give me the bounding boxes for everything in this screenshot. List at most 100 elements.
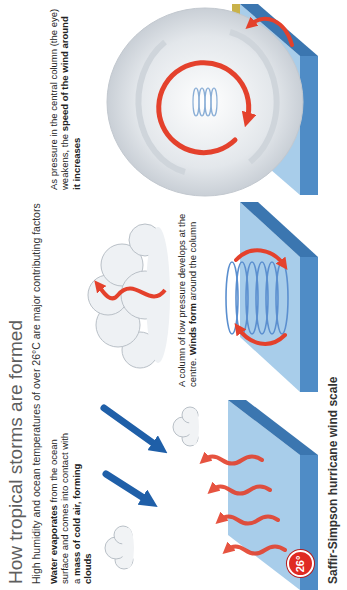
word: increases <box>71 138 82 182</box>
word: at <box>176 227 187 238</box>
step-text: A column of low pressure develops at the… <box>176 209 199 387</box>
cold-air-arrow <box>104 408 160 502</box>
word: a <box>71 576 82 584</box>
evaporation-arrow <box>204 457 285 554</box>
illustration-part <box>238 328 285 344</box>
word: ocean <box>30 466 42 498</box>
word: the <box>48 465 59 481</box>
word: Saffir-Simpson <box>326 495 340 584</box>
illustration-part <box>122 528 134 568</box>
wind-arrow <box>159 19 292 153</box>
word: pressure <box>176 278 187 318</box>
temperature-value: 26° <box>294 556 306 573</box>
word: 26°C <box>30 339 42 365</box>
illustration-part <box>193 88 199 116</box>
word: weakens, <box>59 147 70 190</box>
word: of <box>30 389 42 401</box>
word: major <box>30 292 42 321</box>
word: around <box>187 268 198 300</box>
word: (the <box>48 27 59 46</box>
word: form <box>187 301 198 325</box>
illustration-part <box>240 202 300 392</box>
word: and <box>30 497 42 517</box>
word: low <box>176 318 187 335</box>
ocean-slab <box>240 202 318 392</box>
word: clouds <box>82 553 93 584</box>
word: humidity <box>30 517 42 559</box>
illustration-part <box>212 487 270 494</box>
word: comes <box>59 501 70 532</box>
word: are <box>30 321 42 339</box>
word: into <box>59 483 70 501</box>
word: factors <box>30 203 42 235</box>
word: High <box>30 559 42 584</box>
step-text: As pressure in the central column (the e… <box>48 8 82 190</box>
word: and <box>59 532 70 551</box>
word: pressure <box>48 137 59 177</box>
hurricane-cloud <box>107 8 303 196</box>
word: over <box>30 366 42 389</box>
illustration-part <box>138 42 185 172</box>
section-heading: Saffir-Simpson hurricane wind scale <box>326 264 340 584</box>
word: temperatures <box>30 401 42 466</box>
word: develops <box>176 238 187 279</box>
illustration-part <box>106 474 150 502</box>
illustration-part <box>236 250 284 265</box>
illustration-part <box>230 32 277 162</box>
illustration-part <box>228 400 318 455</box>
word: of <box>176 335 187 346</box>
illustration-part <box>300 257 318 392</box>
word: A <box>176 379 187 387</box>
illustration-part <box>240 202 318 257</box>
word: central <box>48 80 59 111</box>
word: the <box>176 214 187 227</box>
illustration-part <box>204 457 262 464</box>
illustration-part <box>227 547 285 554</box>
word: contact <box>59 450 70 483</box>
illustration-part <box>276 262 288 334</box>
word: of <box>59 90 70 102</box>
word: cold <box>71 515 82 537</box>
word: the <box>59 73 70 90</box>
word: eye) <box>48 9 59 27</box>
word: it <box>71 182 82 190</box>
word: from <box>48 481 59 503</box>
word: wind <box>59 48 70 72</box>
word: the <box>59 131 70 147</box>
word: hurricane <box>326 437 340 495</box>
temperature-badge: 26° <box>287 551 314 578</box>
word: centre. <box>187 355 198 387</box>
word: evaporates <box>48 503 59 556</box>
word: speed <box>59 101 70 131</box>
word: forming <box>71 464 82 499</box>
cloud <box>173 407 199 446</box>
word: column <box>187 222 198 253</box>
step-text: Water evaporates from the ocean surface … <box>48 432 94 584</box>
illustration-part <box>159 63 249 153</box>
word: scale <box>326 377 340 407</box>
title: How tropical storms are formed <box>5 320 28 584</box>
illustration-part <box>189 409 199 445</box>
word: air, <box>71 499 82 515</box>
word: As <box>48 176 59 190</box>
illustration-part <box>193 88 217 116</box>
word: contributing <box>30 235 42 292</box>
illustration-part <box>104 408 160 448</box>
word: of <box>71 538 82 550</box>
subtitle: High humidity and ocean temperatures of … <box>30 9 43 584</box>
word: wind <box>326 407 340 438</box>
illustration-part <box>199 88 205 116</box>
word: the <box>48 111 59 127</box>
word: column <box>48 46 59 79</box>
illustration-part <box>205 88 211 116</box>
cloud <box>88 224 170 368</box>
rising-air-arrow <box>98 285 165 298</box>
illustration-part <box>220 517 278 524</box>
low-pressure-column <box>226 262 288 334</box>
illustration-part <box>250 19 292 45</box>
word: in <box>48 127 59 137</box>
word: Winds <box>187 324 198 355</box>
word: the <box>187 252 198 268</box>
word: surface <box>59 550 70 584</box>
